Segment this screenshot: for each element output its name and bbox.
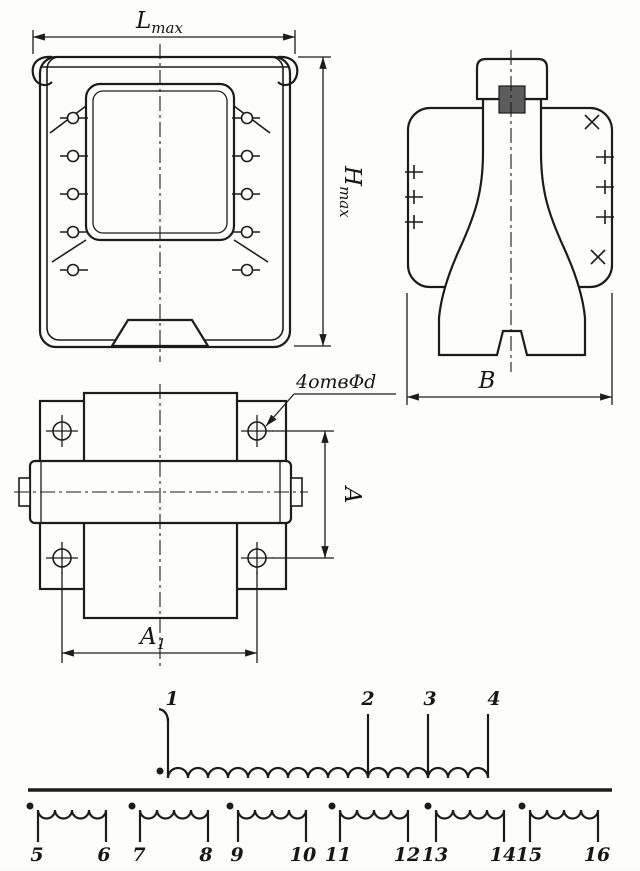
side-core-limb <box>437 97 587 357</box>
terminal-pin <box>60 225 88 239</box>
terminal-lug <box>596 180 614 194</box>
mounting-hole <box>241 542 273 574</box>
terminal-pin <box>232 225 260 239</box>
side-view <box>405 50 614 372</box>
a1-label: A1 <box>138 624 166 653</box>
terminal-label: 11 <box>325 844 351 866</box>
side-terminal-lugs-left <box>405 165 423 229</box>
terminal-pin <box>232 149 260 163</box>
terminal-label: 6 <box>97 844 110 866</box>
side-terminal-lugs-right <box>596 150 614 224</box>
side-cross-mark <box>590 249 606 265</box>
front-shoulder-line <box>233 239 269 263</box>
hmax-label: Hmax <box>336 165 365 218</box>
terminal-label: 12 <box>394 844 420 866</box>
front-strap-curl-right <box>277 55 299 87</box>
terminal-pin <box>60 149 88 163</box>
terminal-label: 8 <box>198 844 212 866</box>
dimension-a: A <box>272 430 365 559</box>
winding-schematic: 1 2 3 4 5 6 7 8 9 10 11 12 13 14 15 16 <box>26 688 612 866</box>
dimension-hmax: Hmax <box>294 56 365 347</box>
terminal-lug <box>596 210 614 224</box>
terminal-lug <box>596 150 614 164</box>
side-core-end <box>498 85 526 114</box>
phase-dot <box>518 802 526 810</box>
a-label: A <box>339 485 365 504</box>
terminal-lug <box>405 190 423 204</box>
terminal-label: 4 <box>487 688 500 710</box>
terminal-label: 3 <box>423 688 436 710</box>
terminal-pin <box>60 111 88 125</box>
secondary-winding-6 <box>528 809 600 842</box>
terminal-pin <box>232 111 260 125</box>
terminal-label: 15 <box>516 844 542 866</box>
front-view <box>31 44 299 362</box>
terminal-label: 1 <box>165 688 178 710</box>
terminal-label: 7 <box>132 844 145 866</box>
terminal-label: 5 <box>30 844 43 866</box>
front-shoulder-line <box>51 239 87 263</box>
primary-winding <box>166 766 490 779</box>
front-strap-curl-left <box>31 55 53 87</box>
front-terminal-pins-right <box>232 111 260 277</box>
phase-dot <box>128 802 136 810</box>
terminal-label: 13 <box>422 844 448 866</box>
phase-dot <box>328 802 336 810</box>
secondary-winding-2 <box>138 809 210 842</box>
terminal-label: 10 <box>290 844 316 866</box>
terminal-lug <box>405 165 423 179</box>
holes-note: 4отвΦd <box>265 371 396 427</box>
lmax-label: Lmax <box>135 8 183 37</box>
dimension-lmax: Lmax <box>32 8 296 54</box>
dimension-a1: A1 <box>61 572 258 663</box>
leader-line <box>265 393 295 427</box>
secondary-winding-5 <box>434 809 506 842</box>
dimension-b: B <box>406 293 613 405</box>
primary-lead-1-hook <box>158 707 170 723</box>
secondary-winding-4 <box>338 809 410 842</box>
side-cross-mark <box>584 114 600 130</box>
phase-dot <box>226 802 234 810</box>
terminal-label: 14 <box>490 844 516 866</box>
mounting-hole <box>46 415 78 447</box>
phase-dot <box>156 767 164 775</box>
terminal-pin <box>232 263 260 277</box>
secondary-winding-1 <box>36 809 108 842</box>
phase-dot <box>26 802 34 810</box>
secondary-winding-3 <box>236 809 308 842</box>
terminal-label: 2 <box>360 688 374 710</box>
terminal-pin <box>60 187 88 201</box>
side-top-bracket <box>475 57 549 101</box>
bottom-view <box>14 384 308 666</box>
terminal-label: 16 <box>584 844 610 866</box>
terminal-lug <box>405 215 423 229</box>
terminal-label: 9 <box>230 844 243 866</box>
terminal-pin <box>232 187 260 201</box>
b-label: B <box>478 368 496 394</box>
phase-dot <box>424 802 432 810</box>
terminal-pin <box>60 263 88 277</box>
mounting-hole <box>46 542 78 574</box>
front-terminal-pins-left <box>60 111 88 277</box>
mounting-hole <box>241 415 273 447</box>
holes-note-label: 4отвΦd <box>295 371 376 393</box>
